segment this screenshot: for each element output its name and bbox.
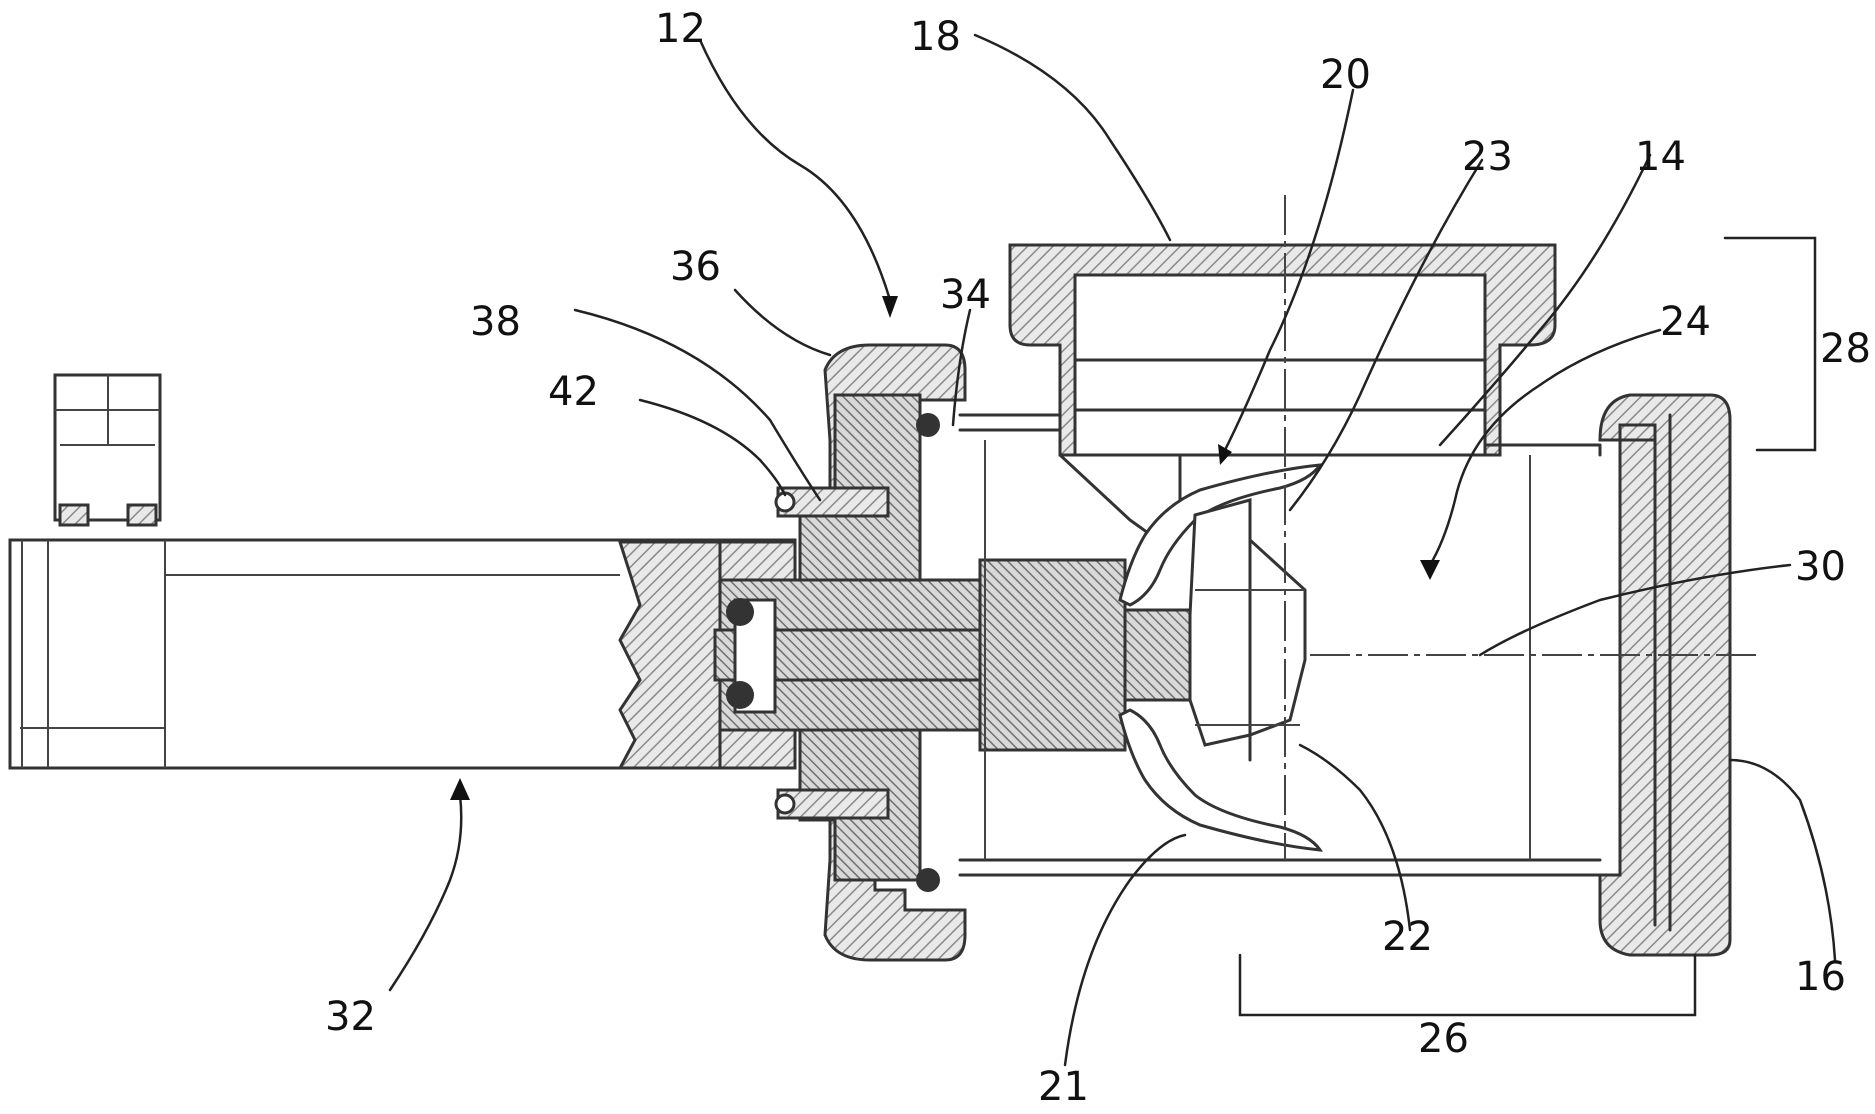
label-32: 32 [325, 994, 376, 1040]
seal-upper [916, 413, 940, 437]
leader-18 [975, 35, 1170, 240]
disc-seat [1190, 500, 1305, 745]
leader-12 [700, 40, 890, 300]
leader-21 [1065, 835, 1185, 1065]
label-16: 16 [1795, 954, 1846, 1000]
leader-23 [1290, 160, 1482, 510]
label-20: 20 [1320, 52, 1371, 98]
seal-lower [916, 868, 940, 892]
label-30: 30 [1795, 544, 1846, 590]
label-22: 22 [1382, 914, 1433, 960]
label-42: 42 [548, 369, 599, 415]
label-14: 14 [1635, 134, 1686, 180]
arrowhead-24 [1420, 560, 1440, 580]
arrowhead-12 [882, 296, 898, 318]
leader-38 [575, 310, 820, 500]
label-24: 24 [1660, 299, 1711, 345]
label-34: 34 [940, 272, 991, 318]
leader-36 [735, 290, 830, 355]
arrowhead-32 [450, 778, 470, 800]
actuator-hatched-section [620, 542, 720, 768]
top-port-flange [1010, 245, 1555, 455]
label-21: 21 [1038, 1064, 1089, 1110]
label-26: 26 [1418, 1016, 1469, 1062]
right-outlet-flange [1600, 395, 1730, 955]
bracket-28 [1725, 238, 1815, 450]
label-18: 18 [910, 14, 961, 60]
label-12: 12 [655, 6, 706, 52]
valve-stem [980, 560, 1125, 750]
label-28: 28 [1820, 326, 1871, 372]
label-36: 36 [670, 244, 721, 290]
leader-22 [1300, 745, 1410, 930]
label-38: 38 [470, 299, 521, 345]
leader-32 [390, 795, 461, 990]
actuator-body [10, 375, 795, 768]
label-23: 23 [1462, 134, 1513, 180]
bracket-26 [1240, 955, 1695, 1015]
leader-16 [1730, 760, 1835, 960]
